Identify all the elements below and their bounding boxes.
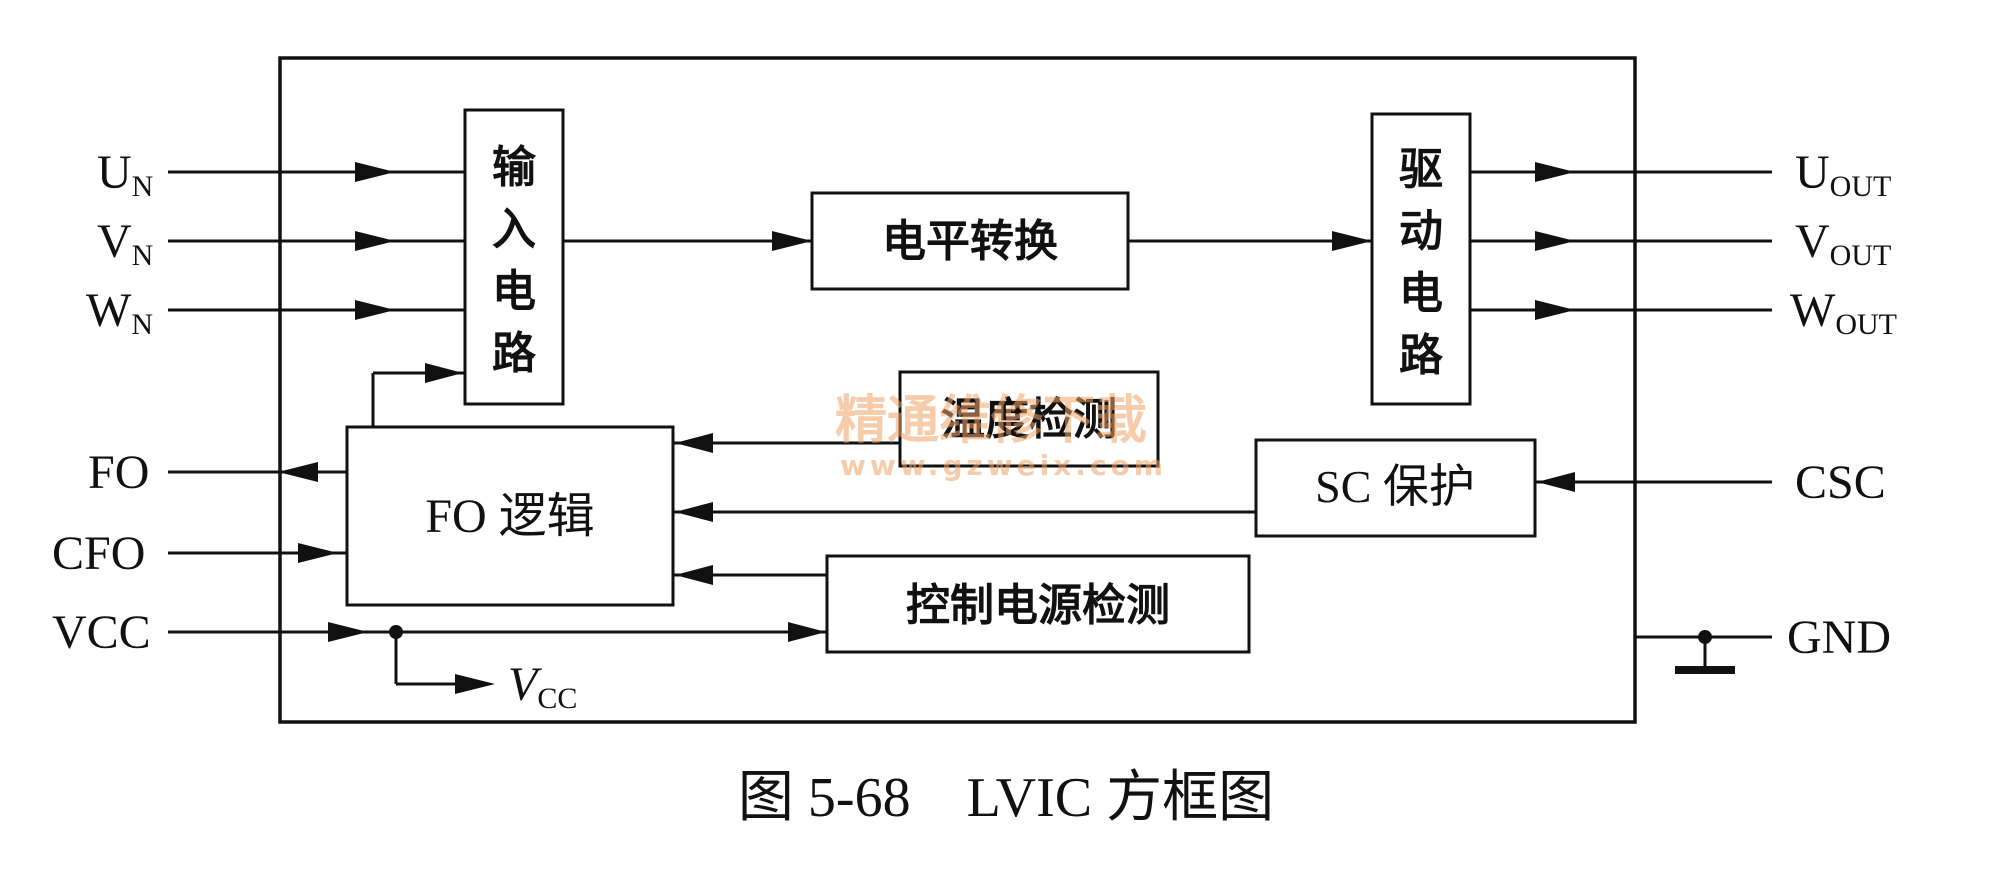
- drive-circuit-box: [1370, 112, 1472, 406]
- input-circuit-char-1: 输: [492, 142, 537, 193]
- wn-line: [168, 300, 465, 320]
- power-detect-box: [825, 554, 1251, 654]
- vout-label: VOUT: [1795, 215, 1891, 272]
- drive-circuit-char-1: 驱: [1399, 144, 1443, 195]
- vcc-line: [168, 622, 827, 694]
- power-detect-label: 控制电源检测: [906, 580, 1170, 631]
- level-to-drive-line: [1128, 231, 1372, 251]
- level-shift-label: 电平转换: [882, 216, 1058, 267]
- uout-sub: OUT: [1830, 170, 1892, 203]
- watermark-url: www.gzweix.com: [840, 449, 1167, 482]
- svg-text:UN: UN: [97, 146, 153, 203]
- sc-protect-label: SC 保护: [1315, 461, 1475, 512]
- wn-main: W: [86, 284, 132, 337]
- vn-main: V: [97, 215, 132, 268]
- uout-main: U: [1795, 146, 1830, 199]
- gnd-label: GND: [1787, 611, 1891, 664]
- un-label: UN: [97, 146, 153, 203]
- chip-outline: [278, 56, 1637, 724]
- wout-main: W: [1790, 284, 1836, 337]
- fo-to-input-line: [371, 363, 465, 427]
- un-main: U: [97, 146, 132, 199]
- wout-label: WOUT: [1790, 284, 1897, 341]
- wn-label: WN: [86, 284, 153, 341]
- vn-line: [168, 231, 465, 251]
- uout-line: [1432, 162, 1772, 182]
- temp-detect-box: [898, 370, 1160, 468]
- un-line: [168, 162, 465, 182]
- svg-text:WOUT: WOUT: [1790, 284, 1897, 341]
- csc-label: CSC: [1795, 456, 1886, 509]
- temp-to-fo-line: [673, 433, 900, 453]
- input-circuit-char-4: 路: [492, 328, 537, 379]
- watermark-text: 精通维修下载: [835, 391, 1147, 451]
- figure-caption: 图 5-68 LVIC 方框图: [738, 767, 1274, 829]
- vout-sub: OUT: [1830, 239, 1892, 272]
- input-circuit-char-3: 电: [492, 266, 536, 317]
- level-shift-box: [810, 191, 1130, 291]
- vout-line: [1432, 231, 1772, 251]
- fo-line: [168, 462, 347, 482]
- csc-line: [1535, 472, 1772, 492]
- ground-symbol: [1675, 666, 1735, 674]
- fo-logic-label: FO 逻辑: [425, 490, 594, 543]
- vcc-internal-label: VCC: [508, 658, 577, 715]
- drive-circuit-char-3: 电: [1399, 268, 1443, 319]
- input-circuit-char-2: 入: [492, 204, 536, 255]
- cfo-line: [168, 543, 347, 563]
- fo-logic-box: [345, 425, 675, 607]
- drive-circuit-char-2: 动: [1399, 206, 1443, 257]
- vout-main: V: [1795, 215, 1830, 268]
- svg-text:VOUT: VOUT: [1795, 215, 1891, 272]
- vcc-label: VCC: [52, 606, 151, 659]
- vcc-internal-sub: CC: [537, 682, 577, 715]
- vcc-internal-main: V: [508, 658, 542, 711]
- gnd-line: [1635, 630, 1772, 674]
- svg-text:WN: WN: [86, 284, 153, 341]
- input-circuit-box: [463, 108, 565, 406]
- wn-sub: N: [131, 308, 153, 341]
- drive-circuit-char-4: 路: [1399, 330, 1444, 381]
- fo-label: FO: [88, 446, 149, 499]
- svg-text:VCC: VCC: [508, 658, 577, 715]
- power-to-fo-line: [673, 565, 827, 585]
- temp-detect-label: 温度检测: [941, 394, 1117, 445]
- input-to-level-line: [563, 231, 812, 251]
- sc-to-fo-line: [673, 502, 1256, 522]
- uout-label: UOUT: [1795, 146, 1891, 203]
- wout-sub: OUT: [1835, 308, 1897, 341]
- cfo-label: CFO: [52, 527, 145, 580]
- svg-text:VN: VN: [97, 215, 153, 272]
- vn-label: VN: [97, 215, 153, 272]
- vn-sub: N: [132, 239, 154, 272]
- svg-text:UOUT: UOUT: [1795, 146, 1891, 203]
- un-sub: N: [132, 170, 154, 203]
- sc-protect-box: [1254, 438, 1537, 538]
- wout-line: [1432, 300, 1772, 320]
